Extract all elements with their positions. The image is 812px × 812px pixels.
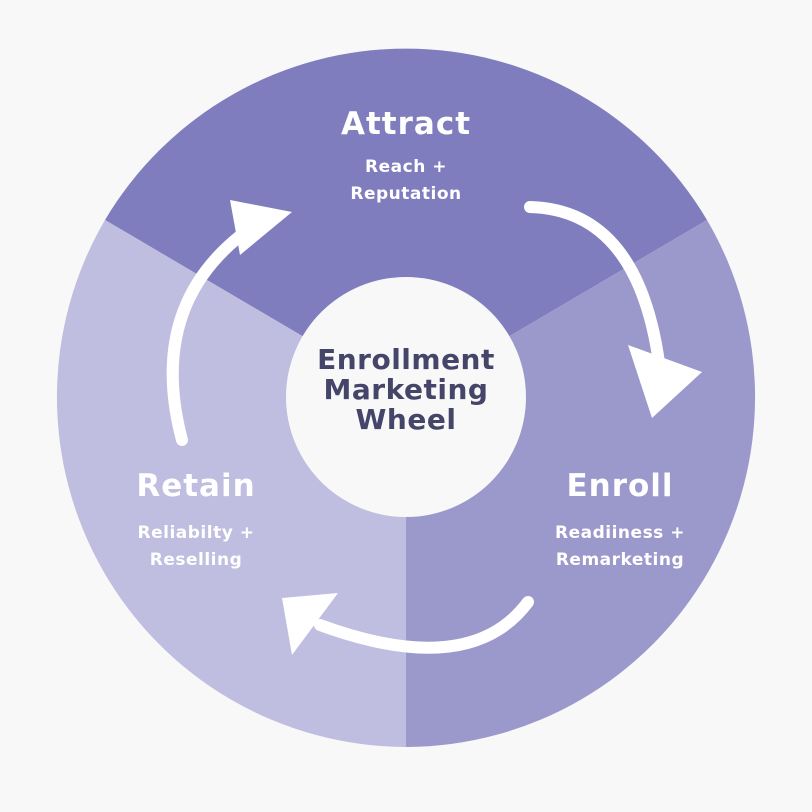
attract-title: Attract [340,106,472,142]
center-title: Enrollment Marketing Wheel [286,345,526,435]
enroll-sub-1: Readiiness + [555,523,685,543]
enroll-title: Enroll [566,468,674,504]
arrow-retain-to-attract-icon [166,200,292,446]
retain-sub-2: Reselling [149,550,243,570]
arrow-attract-to-enroll-icon [524,201,702,418]
enroll-sub-2: Remarketing [555,550,685,570]
segment-retain-label: Retain Reliabilty + Reselling [96,468,296,574]
arrow-enroll-to-retain-icon [282,593,534,655]
retain-sub-1: Reliabilty + [137,523,255,543]
segment-enroll-label: Enroll Readiiness + Remarketing [520,468,720,574]
center-line-2: Marketing [323,373,489,406]
center-circle [286,277,526,517]
segment-attract [105,48,707,397]
attract-sub-1: Reach + [365,157,447,177]
center-line-3: Wheel [355,403,457,436]
segment-attract-label: Attract Reach + Reputation [306,106,506,208]
attract-sub-2: Reputation [350,184,462,204]
center-line-1: Enrollment [317,343,495,376]
retain-title: Retain [136,468,256,504]
